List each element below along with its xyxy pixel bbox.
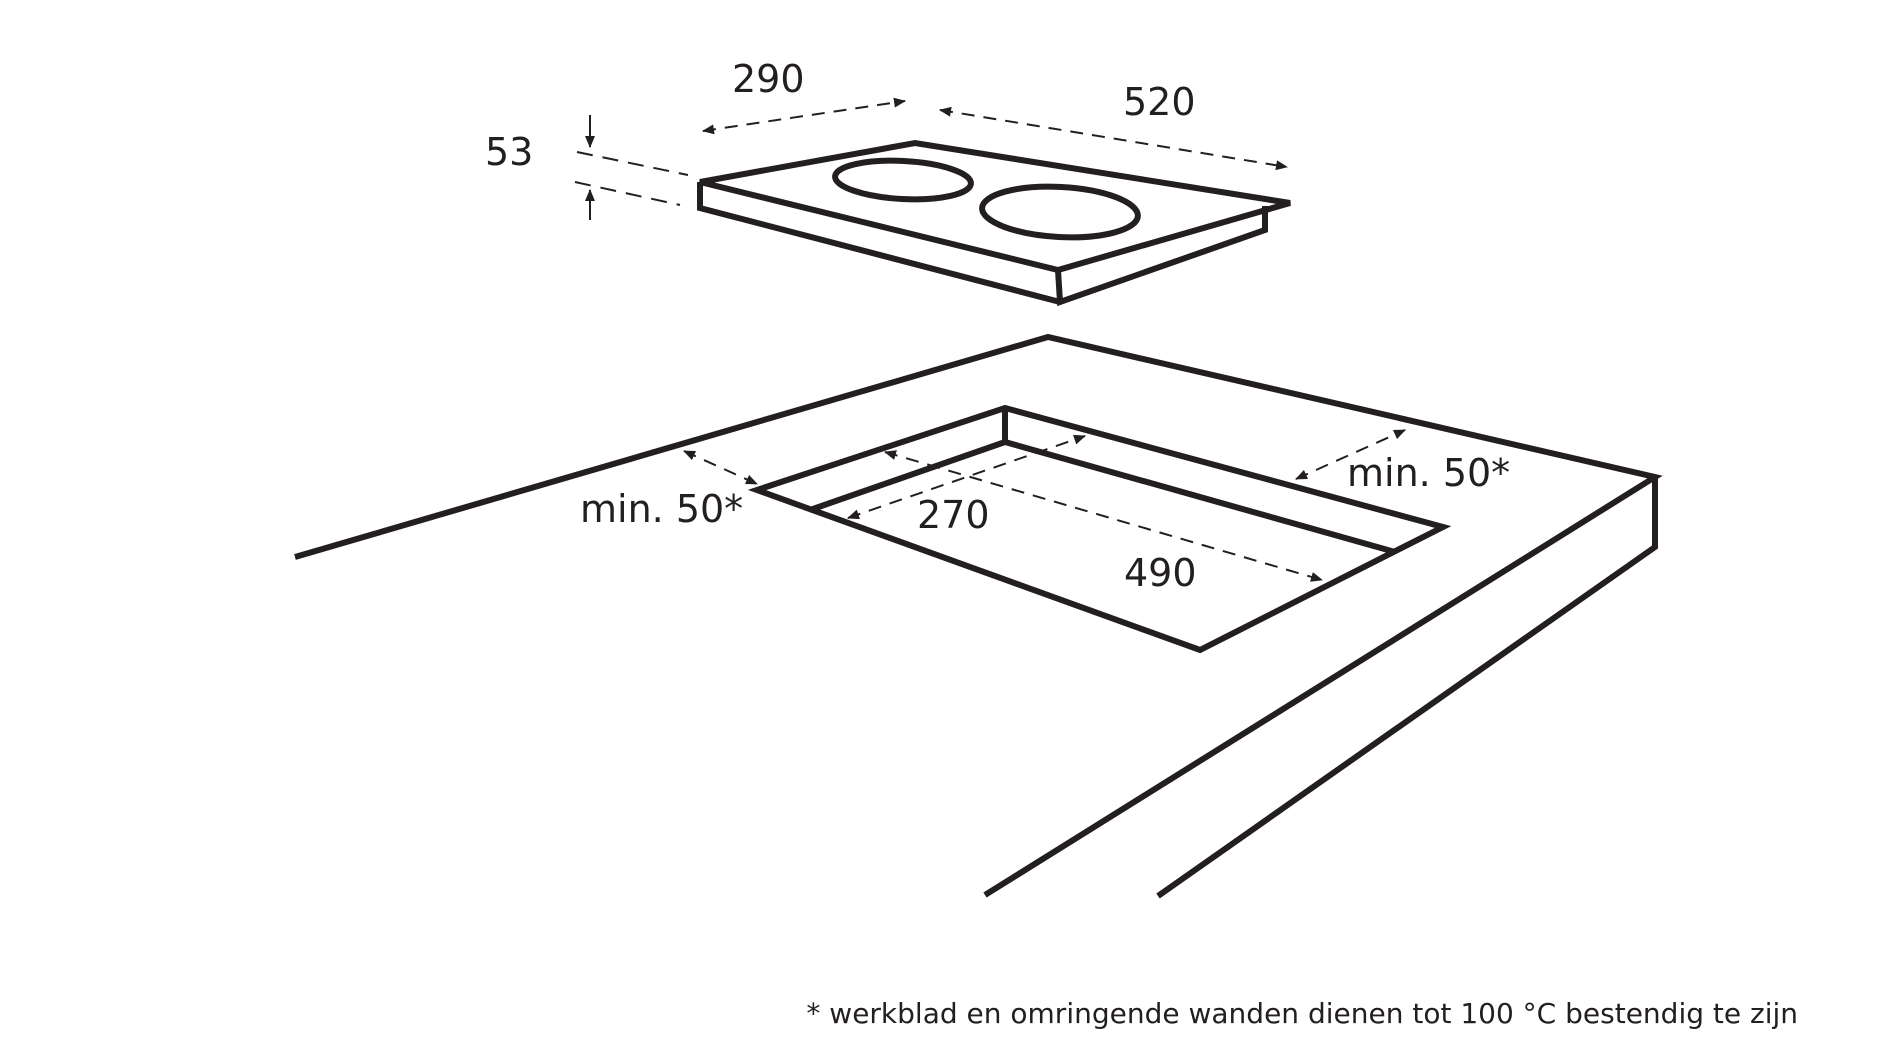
worktop: [294, 333, 1663, 899]
cutout-top-edge: [747, 404, 1452, 654]
label-min-back: min. 50*: [1347, 451, 1510, 495]
hob: [697, 139, 1291, 307]
label-min-left: min. 50*: [580, 487, 743, 531]
hob-body-edges: [697, 182, 1268, 307]
dim-line-490: [884, 450, 1323, 582]
hob-top-surface: [699, 139, 1291, 274]
hob-dimension-lines: [574, 97, 1288, 220]
worktop-front-edge: [1156, 477, 1658, 899]
dim-line-min-back: [1295, 429, 1406, 480]
label-hob-height: 53: [485, 130, 533, 174]
label-hob-depth: 290: [732, 57, 805, 101]
cooking-zone-large: [979, 183, 1141, 241]
cutout-dimension-lines: [683, 429, 1406, 582]
dim-line-520: [939, 106, 1288, 171]
worktop-outline: [294, 333, 1663, 898]
label-cutout-width: 490: [1124, 551, 1197, 595]
dim-line-290: [702, 97, 906, 135]
label-hob-width: 520: [1123, 80, 1196, 124]
label-cutout-depth: 270: [917, 493, 990, 537]
dim-line-min-left: [683, 450, 758, 485]
cooking-zone-small: [832, 157, 974, 203]
extension-line-top: [576, 151, 689, 176]
dim-line-270: [847, 434, 1086, 520]
cutout-inner-walls: [809, 408, 1396, 555]
footnote: * werkblad en omringende wanden dienen t…: [806, 997, 1798, 1030]
extension-line-bottom: [574, 181, 681, 206]
